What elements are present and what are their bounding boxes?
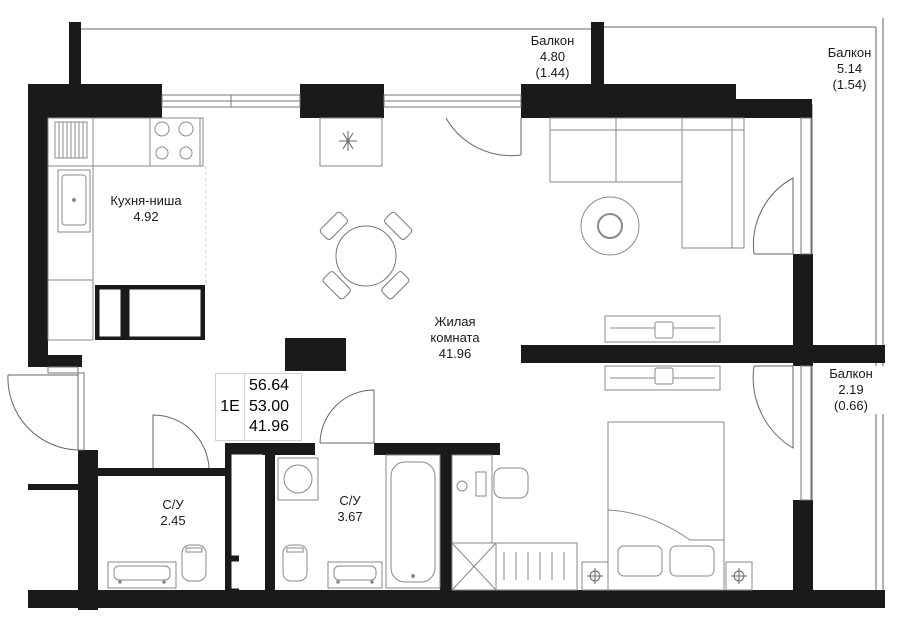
balcony-lower-area-coef: (0.66) [834,398,868,413]
living-room-name-line2: комната [430,330,480,345]
balcony-right-area: 5.14 [836,61,863,76]
bath2-label: С/У 3.67 [322,493,378,525]
bath1-name: С/У [162,497,184,512]
bath1-area: 2.45 [160,513,186,528]
kitchen-furniture [47,117,383,341]
area-living: 41.96 [249,418,290,435]
kitchen-radiator [54,121,88,159]
dining-table [319,211,413,300]
bed [581,421,753,591]
tv-units [604,315,721,391]
bath1-label: С/У 2.45 [145,497,201,529]
balcony-right-label: Балкон 5.14 (1.54) [812,45,887,93]
coffee-table [580,196,640,256]
living-room-label: Жилая комната 41.96 [410,314,500,362]
desk-area [451,454,578,591]
balcony-lower-name: Балкон [829,366,873,381]
bath1-fixtures [107,544,207,589]
apartment-type: 1E [216,374,245,440]
wall-inner-blocks [34,289,263,589]
balcony-top-label: Балкон 4.80 (1.44) [515,33,590,81]
balcony-outlines [80,18,884,592]
windows [47,94,812,501]
balcony-right-name: Балкон [827,45,872,60]
bath2-fixtures [277,454,441,589]
balcony-top-area-coef: (1.44) [535,65,570,80]
bath2-name: С/У [339,493,361,508]
balcony-right-area-coef: (1.54) [832,77,867,92]
apartment-areas: 56.64 53.00 41.96 [249,376,289,438]
living-room-area: 41.96 [438,346,472,361]
kitchen-name: Кухня-ниша [110,193,182,208]
bath2-area: 3.67 [337,509,363,524]
balcony-top-area: 4.80 [539,49,566,64]
door-swings [7,117,794,469]
hood-star-icon [339,131,357,151]
wardrobe-hangers [503,552,565,580]
kitchen-label: Кухня-ниша 4.92 [96,193,196,225]
living-room-name-line1: Жилая [434,314,476,329]
balcony-lower-area: 2.19 [838,382,864,397]
area-total: 56.64 [249,377,290,394]
balcony-lower-label: Балкон 2.19 (0.66) [816,366,886,414]
kitchen-area: 4.92 [133,209,159,224]
area-with-coef: 53.00 [249,397,290,415]
apartment-badge: 1E 56.64 53.00 41.96 [215,373,302,441]
sofa [549,117,745,249]
lamp-icons [587,568,747,584]
balcony-top-name: Балкон [530,33,575,48]
